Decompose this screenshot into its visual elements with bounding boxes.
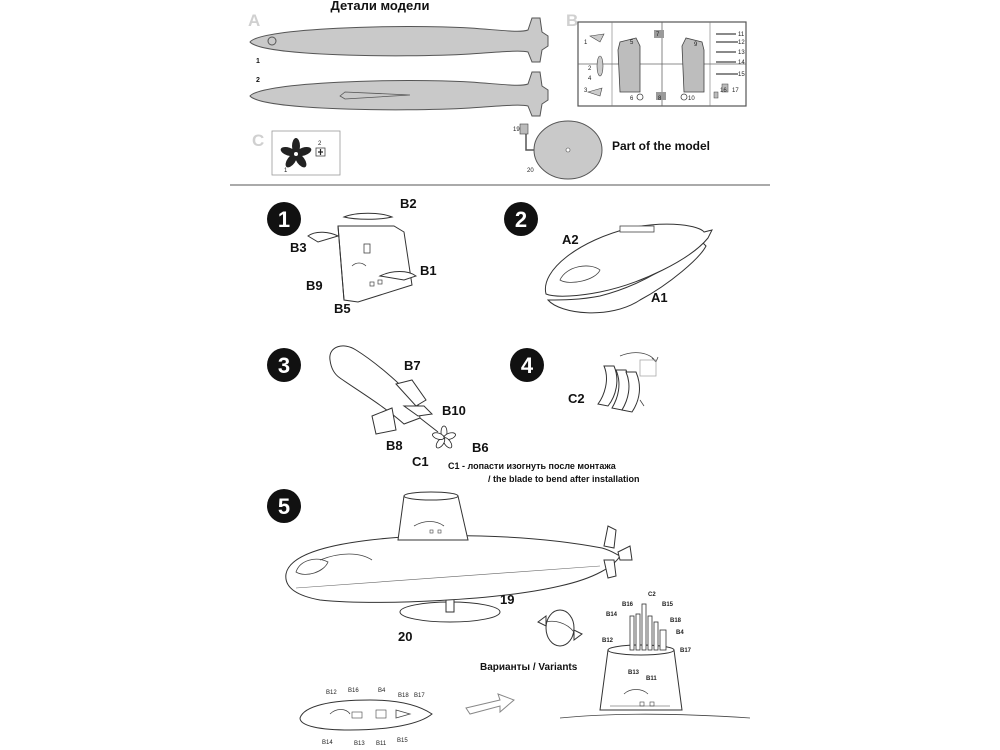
propeller-icon [280,138,312,168]
sprue-b-label: 7 [656,32,660,38]
sprue-b-label: 8 [658,96,662,102]
sprue-b-label: 11 [738,32,745,38]
detail-label-b14: B14 [606,612,618,618]
sprue-b-label: 9 [694,42,698,48]
sail-side-variant [299,699,433,731]
label-b2: B2 [400,196,417,211]
part-of-model-label: Part of the model [612,139,710,153]
label-b6: B6 [472,440,489,455]
step-5-badge [267,489,301,523]
step-2-number: 2 [515,207,527,232]
sprue-b-label: 15 [738,72,745,78]
part-a2-number: 2 [256,77,260,84]
step-2: 2 [504,202,713,314]
step-4-number: 4 [521,353,534,378]
section-a-label: A [248,11,260,30]
sprue-b-label: 13 [738,50,745,56]
side-label-b4: B4 [378,688,386,694]
rotate-arrows-icon [537,609,583,647]
sprue-b-label: 12 [738,40,745,46]
part-c1-number: 1 [284,168,288,174]
side-label-b17: B17 [414,693,425,699]
tower-detail [559,603,751,719]
side-label-b13: B13 [354,741,365,747]
step-5: 5 [267,489,633,623]
step-4: 4 [510,348,659,413]
detail-label-b12: B12 [602,638,614,644]
label-c1: C1 [412,454,429,469]
step-1: 1 [267,202,418,303]
detail-label-b18: B18 [670,618,682,624]
side-label-b18: B18 [398,693,409,699]
label-b3: B3 [290,240,307,255]
propeller-c1-icon [432,425,456,449]
label-b10: B10 [442,403,466,418]
tower-detail-labels: C2 B16 B15 B14 B18 B4 B12 B17 B13 B11 [602,592,692,682]
sprue-b-label: 1 [584,40,588,46]
label-b8: B8 [386,438,403,453]
sprue-b-label: 5 [630,40,634,46]
side-label-b11: B11 [376,741,387,747]
arrow-right-icon [465,693,515,715]
label-c2: C2 [568,391,585,406]
sprue-b-label: 4 [588,76,592,82]
detail-label-b4: B4 [676,630,684,636]
sprue-b-label: 3 [584,88,588,94]
label-19: 19 [500,592,514,607]
step-2-badge [504,202,538,236]
sprue-b-label: 6 [630,96,634,102]
detail-label-b16: B16 [622,602,634,608]
side-label-b12: B12 [326,690,337,696]
side-label-b15: B15 [397,738,408,744]
detail-label-b15: B15 [662,602,674,608]
part-a1-number: 1 [256,58,260,65]
step-5-number: 5 [278,494,290,519]
sprue-frame-b [577,21,747,107]
label-a1: A1 [651,290,668,305]
label-b7: B7 [404,358,421,373]
sprue-b-label: 16 [720,88,727,94]
sail-side-labels: B12 B16 B4 B18 B17 B14 B13 B11 B15 [322,688,425,747]
detail-label-b17: B17 [680,648,692,654]
label-20: 20 [398,629,412,644]
side-label-b14: B14 [322,740,333,746]
note-c1-en: / the blade to bend after installation [488,474,640,484]
label-b9: B9 [306,278,323,293]
stand-20-number: 20 [527,168,534,174]
sprue-b-label: 2 [588,66,592,72]
stand-parts [519,120,603,180]
sprue-b-label: 14 [738,60,745,66]
label-b1: B1 [420,263,437,278]
hull-half-a1 [249,17,549,63]
step-3-badge [267,348,301,382]
sprue-b-part-numbers: 5 7 9 6 8 10 1 2 3 4 11 12 13 14 15 16 1… [584,32,745,102]
step-4-badge [510,348,544,382]
detail-label-c2: C2 [648,592,656,598]
sprue-b-label: 10 [688,96,695,102]
part-c2-number: 2 [318,141,322,147]
step-1-badge [267,202,301,236]
step-3-number: 3 [278,353,290,378]
side-label-b16: B16 [348,688,359,694]
note-c1-ru: C1 - лопасти изогнуть после монтажа [448,461,617,471]
label-b5: B5 [334,301,351,316]
detail-label-b13: B13 [628,670,640,676]
label-a2: A2 [562,232,579,247]
variants-label: Варианты / Variants [480,662,578,673]
sheet-title: Детали модели [331,0,430,13]
stand-19-number: 19 [513,127,520,133]
hull-half-a2 [249,71,549,117]
section-c-label: C [252,131,264,150]
sprue-b-label: 17 [732,88,739,94]
section-b-label: B [566,11,578,30]
propeller-sheet-c [271,130,341,176]
step-1-number: 1 [278,207,290,232]
step-3: 3 [267,345,456,449]
detail-label-b11: B11 [646,676,657,682]
